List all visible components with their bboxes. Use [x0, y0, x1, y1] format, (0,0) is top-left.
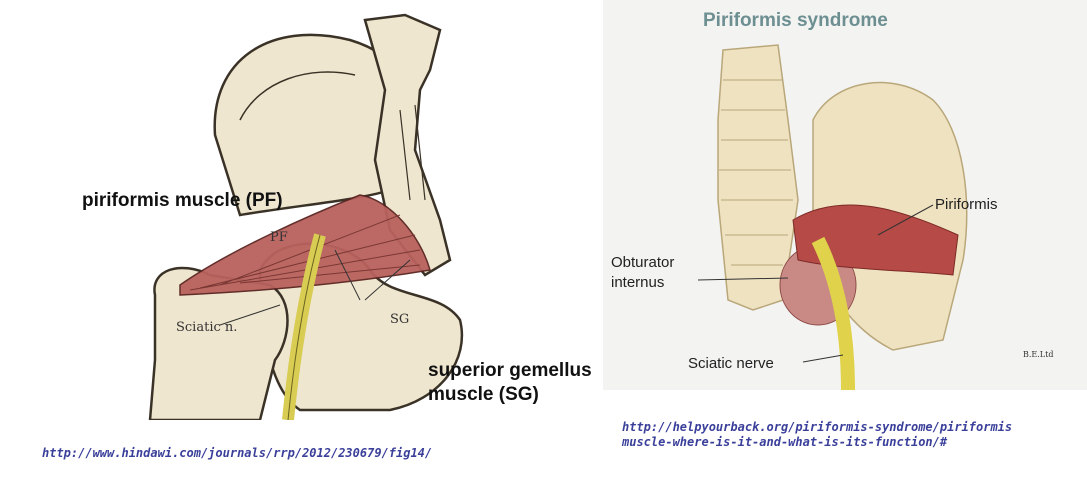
source-url-right-line1: http://helpyourback.org/piriformis-syndr…	[622, 420, 1013, 434]
source-url-left: http://www.hindawi.com/journals/rrp/2012…	[42, 446, 433, 460]
pelvis-drawing-right	[697, 44, 968, 391]
spine-sacrum	[717, 44, 799, 311]
label-sciatic-nerve: Sciatic nerve	[688, 355, 774, 372]
figure-label-sciatic: Sciatic n.	[176, 320, 238, 335]
label-piriformis-muscle: piriformis muscle (PF)	[82, 190, 283, 211]
pelvis-drawing-left	[148, 13, 464, 422]
left-anatomy-illustration: PF SG Sciatic n.	[120, 0, 620, 422]
label-obturator-line1: Obturator	[611, 254, 675, 271]
label-superior-gemellus-line1: superior gemellus	[428, 360, 592, 381]
figure-title: Piriformis syndrome	[703, 10, 888, 31]
label-obturator-line2: internus	[611, 274, 665, 291]
right-anatomy-illustration: Piriformis syndrome Piriformis Obturator…	[603, 0, 1087, 391]
label-superior-gemellus-line2: muscle (SG)	[428, 384, 539, 405]
sciatic-nerve-right	[811, 236, 855, 391]
figure-label-pf: PF	[270, 230, 288, 245]
figure-label-sg: SG	[390, 312, 410, 327]
image-credit: B.E.Ltd	[1023, 350, 1054, 359]
label-piriformis: Piriformis	[935, 196, 998, 213]
source-url-right-line2: muscle-where-is-it-and-what-is-its-funct…	[622, 435, 948, 449]
piriformis-muscle-right	[792, 204, 959, 276]
